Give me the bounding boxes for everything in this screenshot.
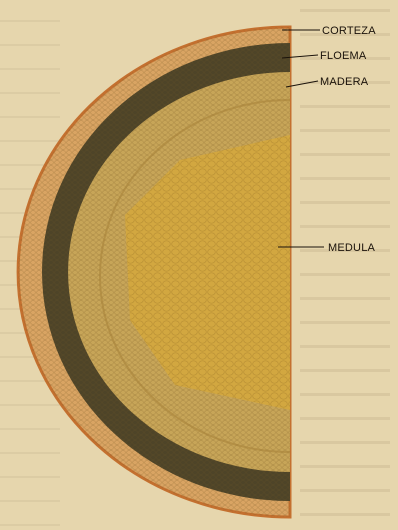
medula-label: MEDULA: [328, 242, 376, 254]
floema-label: FLOEMA: [320, 50, 367, 62]
madera-label: MADERA: [320, 76, 369, 88]
corteza-label: CORTEZA: [322, 25, 376, 37]
